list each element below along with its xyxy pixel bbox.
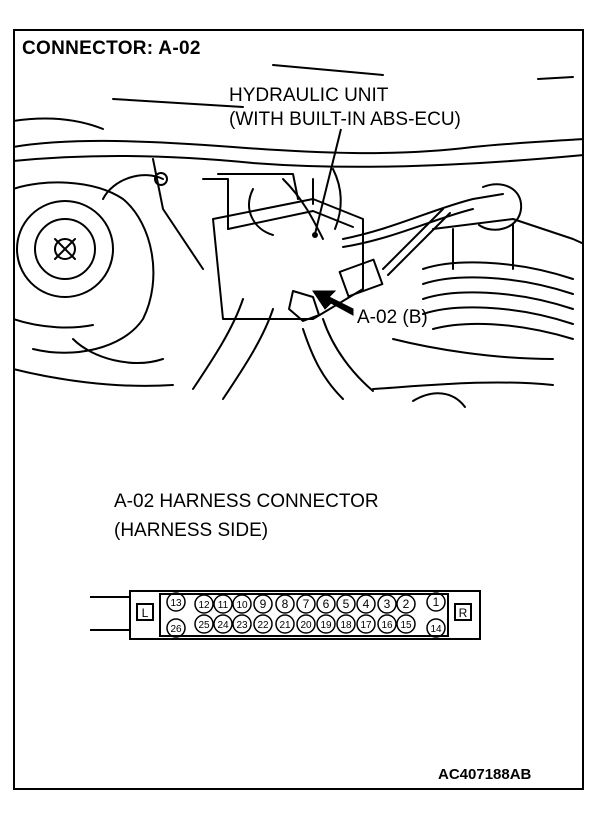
harness-connector-title-line1: A-02 HARNESS CONNECTOR (114, 491, 379, 512)
pin-11: 11 (218, 600, 229, 611)
pin-13: 13 (170, 598, 182, 609)
connector-ref-label: A-02 (B) (357, 307, 428, 328)
harness-connector-title-line2: (HARNESS SIDE) (114, 520, 269, 541)
pin-6-ring (316, 594, 336, 614)
engine-bay-illustration (13, 64, 584, 408)
pin-22: 22 (257, 620, 269, 631)
pin-26-ring (166, 618, 186, 638)
pin-4: 4 (363, 597, 370, 611)
pin-16: 16 (381, 620, 393, 631)
pin-19: 19 (320, 620, 332, 631)
pin-19-ring (316, 614, 336, 634)
pin-14: 14 (430, 624, 442, 635)
pin-8-ring (275, 594, 295, 614)
pin-25-ring (194, 614, 214, 634)
pin-7-ring (296, 594, 316, 614)
pin-23: 23 (236, 620, 248, 631)
figure-frame (13, 29, 584, 790)
pin-23-ring (232, 614, 252, 634)
pin-24: 24 (217, 620, 229, 631)
pin-21-ring (275, 614, 295, 634)
left-marker: L (142, 606, 149, 620)
pin-14-ring (426, 618, 446, 638)
pin-9: 9 (260, 597, 267, 611)
pin-10-ring (232, 594, 252, 614)
pin-18-ring (336, 614, 356, 634)
pin-2: 2 (403, 597, 410, 611)
pin-25: 25 (198, 620, 210, 631)
pin-1-ring (426, 592, 446, 612)
pin-13-ring (166, 592, 186, 612)
pin-3-ring (377, 594, 397, 614)
pin-12-ring (194, 594, 214, 614)
pin-7: 7 (303, 597, 310, 611)
pin-5: 5 (343, 597, 350, 611)
hydraulic-unit-label-line2: (WITH BUILT-IN ABS-ECU) (229, 109, 461, 130)
pin-1: 1 (433, 595, 440, 609)
pin-3: 3 (384, 597, 391, 611)
connector-title: CONNECTOR: A-02 (22, 38, 201, 59)
pin-10: 10 (236, 600, 248, 611)
pin-15: 15 (400, 620, 412, 631)
pin-22-ring (253, 614, 273, 634)
pin-5-ring (336, 594, 356, 614)
pin-17-ring (356, 614, 376, 634)
pin-26: 26 (170, 624, 182, 635)
pin-2-ring (396, 594, 416, 614)
pin-16-ring (377, 614, 397, 634)
harness-connector-title: A-02 HARNESS CONNECTOR (HARNESS SIDE) (114, 487, 379, 545)
right-marker: R (459, 606, 468, 620)
pin-4-ring (356, 594, 376, 614)
pin-6: 6 (323, 597, 330, 611)
pin-11-ring (213, 594, 233, 614)
hydraulic-unit-label-line1: HYDRAULIC UNIT (229, 85, 389, 106)
pin-15-ring (396, 614, 416, 634)
pin-20-ring (296, 614, 316, 634)
figure-code: AC407188AB (438, 766, 532, 783)
pin-8: 8 (282, 597, 289, 611)
pin-12: 12 (198, 600, 210, 611)
pin-20: 20 (300, 620, 312, 631)
pin-24-ring (213, 614, 233, 634)
pin-9-ring (253, 594, 273, 614)
pin-17: 17 (360, 620, 372, 631)
pin-18: 18 (340, 620, 352, 631)
pin-21: 21 (279, 620, 291, 631)
